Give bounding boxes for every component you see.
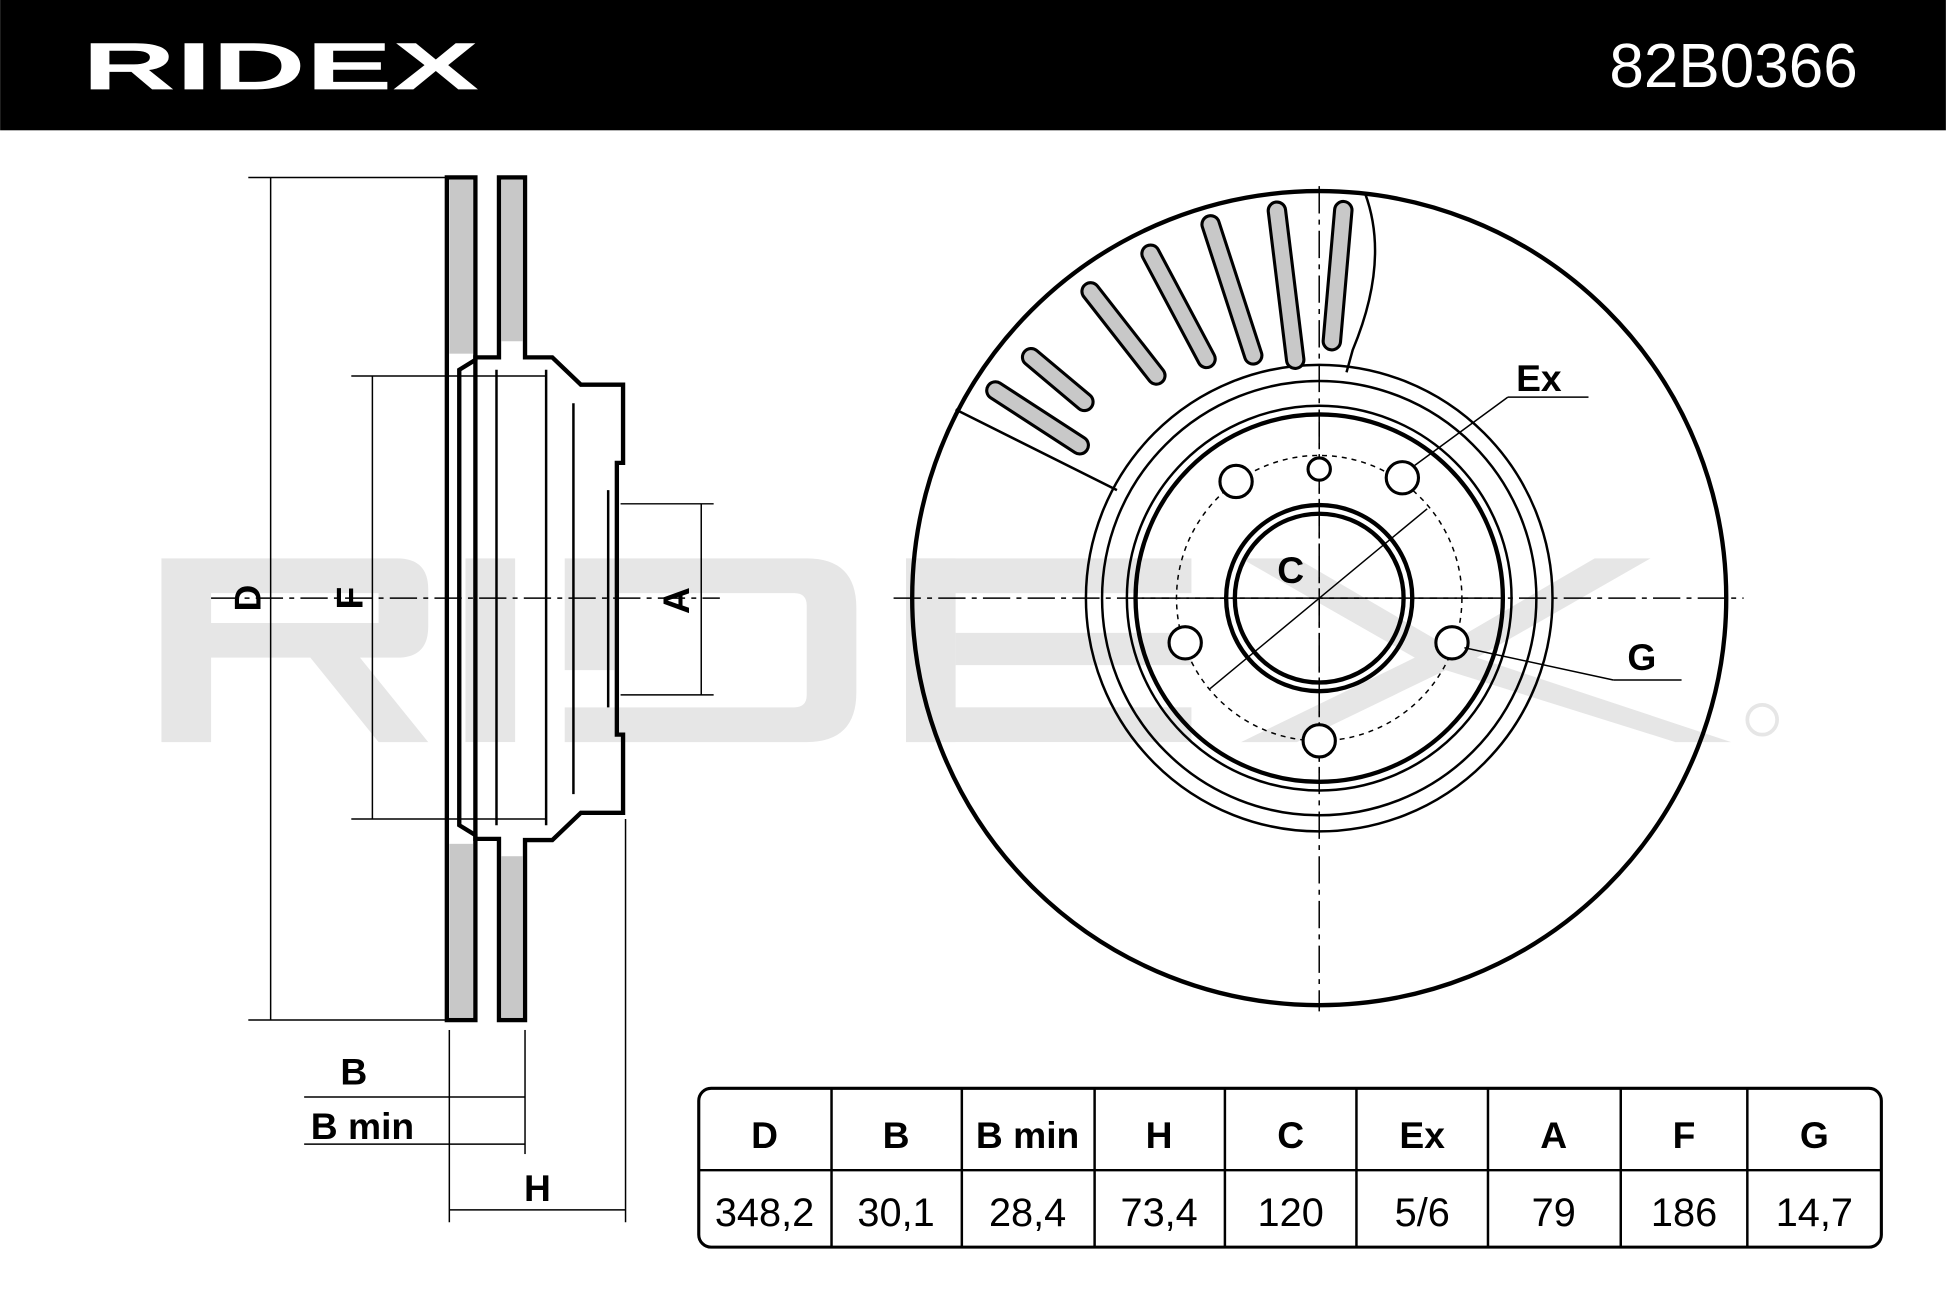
table-header-Ex: Ex <box>1399 1114 1445 1156</box>
header-bar <box>0 0 1946 131</box>
label-C: C <box>1277 549 1304 591</box>
watermark-logo <box>161 558 1779 743</box>
table-header-F: F <box>1673 1114 1696 1156</box>
table-value-D: 348,2 <box>715 1191 814 1235</box>
label-B: B <box>340 1051 367 1093</box>
table-value-G: 14,7 <box>1776 1191 1853 1235</box>
brand-logo: RIDEX <box>82 29 480 104</box>
label-Ex: Ex <box>1516 357 1562 399</box>
table-header-D: D <box>751 1114 778 1156</box>
label-F: F <box>328 587 370 610</box>
table-header-A: A <box>1540 1114 1567 1156</box>
spec-table: D B B min H C Ex A F G 348,2 30,1 28,4 7… <box>697 1086 1883 1249</box>
label-B-min: B min <box>311 1105 414 1147</box>
table-value-H: 73,4 <box>1121 1191 1198 1235</box>
table-value-A: 79 <box>1532 1191 1576 1235</box>
table-header-B-min: B min <box>976 1114 1079 1156</box>
table-header-H: H <box>1146 1114 1173 1156</box>
label-H: H <box>524 1167 551 1209</box>
label-A: A <box>655 587 697 614</box>
table-value-F: 186 <box>1651 1191 1717 1235</box>
table-value-Ex: 5/6 <box>1395 1191 1450 1235</box>
side-view: D F A B B min H <box>211 175 720 1223</box>
label-G: G <box>1627 636 1656 678</box>
table-value-B-min: 28,4 <box>989 1191 1066 1235</box>
table-header-B: B <box>883 1114 910 1156</box>
table-value-C: 120 <box>1258 1191 1324 1235</box>
front-view: C Ex G <box>893 186 1744 1012</box>
part-number: 82B0366 <box>1609 32 1857 101</box>
table-value-B: 30,1 <box>857 1191 934 1235</box>
table-header-G: G <box>1800 1114 1829 1156</box>
table-header-C: C <box>1277 1114 1304 1156</box>
label-D: D <box>227 585 269 612</box>
